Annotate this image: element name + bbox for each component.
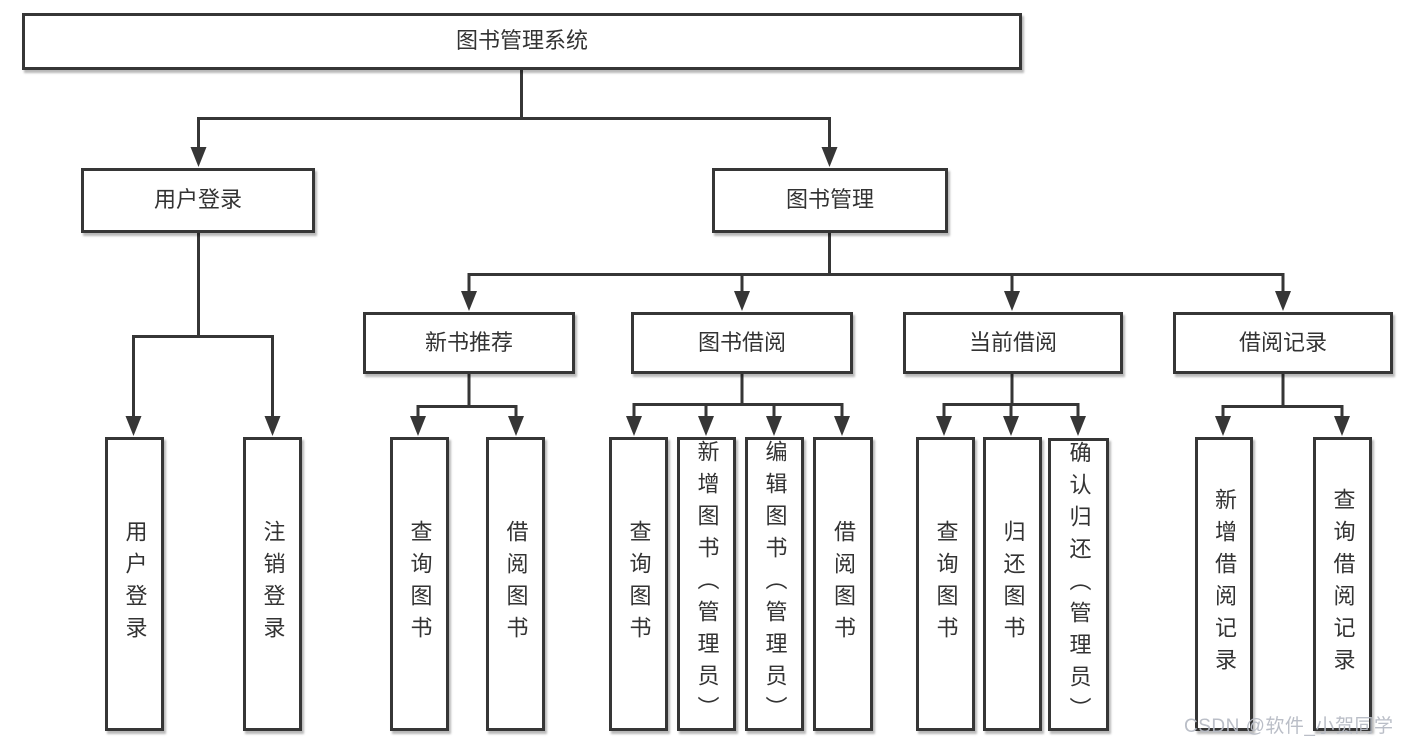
node-book-management: 图书管理 (712, 168, 948, 233)
connector-segments (132, 70, 1344, 418)
arrowheads (125, 147, 1350, 436)
leaf-edit-books-admin: 编辑图书（管理员） (745, 437, 804, 731)
leaf-return-books: 归还图书 (983, 437, 1042, 731)
node-book-management-system: 图书管理系统 (22, 13, 1022, 70)
leaf-borrow-books-borrowing: 借阅图书 (813, 437, 873, 731)
leaf-borrow-books-newrec: 借阅图书 (486, 437, 545, 731)
node-book-borrowing: 图书借阅 (631, 312, 853, 374)
leaf-add-books-admin: 新增图书（管理员） (677, 437, 736, 731)
node-new-book-recommend: 新书推荐 (363, 312, 575, 374)
node-current-borrowing: 当前借阅 (903, 312, 1123, 374)
watermark: CSDN @软件_小贺同学 (1184, 716, 1394, 737)
leaf-query-books-borrowing: 查询图书 (609, 437, 668, 731)
leaf-add-borrow-record: 新增借阅记录 (1195, 437, 1253, 731)
leaf-query-borrow-record: 查询借阅记录 (1313, 437, 1372, 731)
leaf-confirm-return-admin: 确认归还（管理员） (1048, 438, 1109, 731)
node-user-login: 用户登录 (81, 168, 315, 233)
leaf-query-books-current: 查询图书 (916, 437, 975, 731)
node-borrowing-records: 借阅记录 (1173, 312, 1393, 374)
leaf-query-books-newrec: 查询图书 (390, 437, 449, 731)
leaf-logout: 注销登录 (243, 437, 302, 731)
leaf-user-login: 用户登录 (105, 437, 164, 731)
